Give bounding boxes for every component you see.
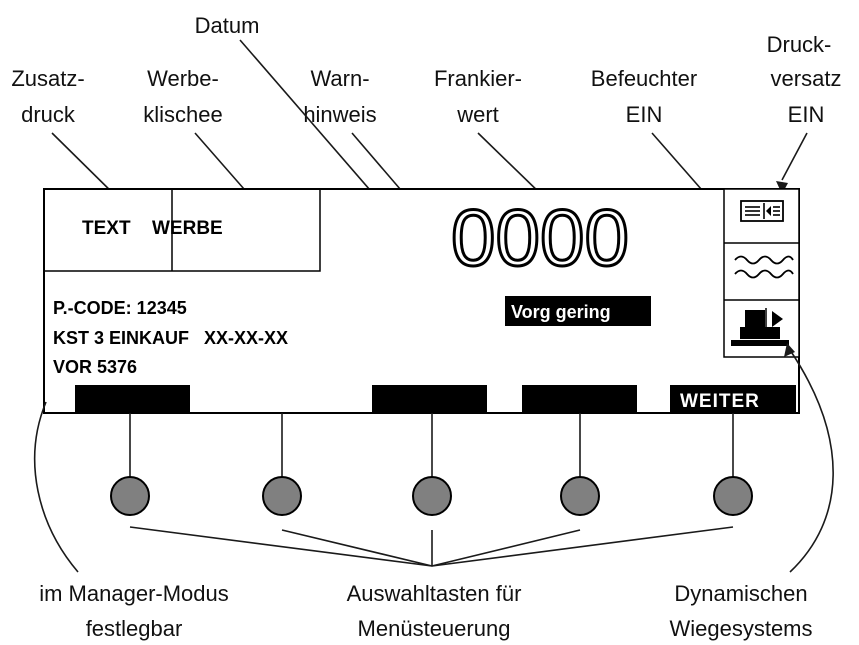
selection-button-3[interactable] [412,476,452,516]
callout-druckversatz-2: versatz [771,66,842,91]
callout-druckversatz-1: Druck- [767,32,832,57]
leader-wiegesystem [789,349,834,573]
callout-warnhinweis-2: hinweis [303,102,376,127]
scale-icon [731,308,789,346]
callout-manager-modus-1: im Manager-Modus [39,581,229,606]
callout-wiegesystem-2: Wiegesystems [669,616,812,641]
selection-button-1[interactable] [110,476,150,516]
callout-warnhinweis-1: Warn- [310,66,369,91]
leader-frankierwert [477,132,546,199]
moistener-icon [734,255,794,279]
bottom-leader-lines [34,343,834,573]
print-offset-icon [740,200,784,222]
softkey-bar-5 [670,385,796,412]
text-slot-label: TEXT [82,218,131,239]
selection-button-5[interactable] [713,476,753,516]
selection-button-2[interactable] [262,476,302,516]
warning-text: Vorg gering [511,302,611,322]
callout-zusatzdruck-2: druck [21,102,76,127]
leader-manager-modus [34,401,79,573]
leader-druckversatz-arrow [776,181,788,194]
werbe-slot-label: WERBE [152,218,223,239]
button-stems [129,413,734,478]
callout-befeuchter-1: Befeuchter [591,66,697,91]
print-boxes-frame [43,188,321,272]
warning-box [505,296,651,326]
franking-value-digits: 0000 [451,193,629,282]
callout-auswahltasten-1: Auswahltasten für [347,581,522,606]
callout-frankierwert-1: Frankier- [434,66,522,91]
leader-druckversatz [781,132,808,181]
softkey-bar-3 [372,385,487,412]
callout-auswahltasten-2: Menüsteuerung [358,616,511,641]
callout-wiegesystem-1: Dynamischen [674,581,807,606]
lcd-display: TEXT WERBE 0000 Vorg gering P.-CODE: 123… [43,188,800,414]
selection-buttons [110,476,753,516]
softkey-label-weiter: WEITER [680,391,760,412]
callout-datum: Datum [195,13,260,38]
info-line-pcode: P.-CODE: 12345 [53,298,187,318]
callout-zusatzdruck-1: Zusatz- [11,66,84,91]
selection-button-4[interactable] [560,476,600,516]
info-line-kst: KST 3 EINKAUF XX-XX-XX [53,328,288,348]
callout-werbeklischee-2: klischee [143,102,222,127]
softkey-bar-1 [75,385,190,412]
callout-druckversatz-3: EIN [788,102,825,127]
callout-befeuchter-2: EIN [626,102,663,127]
softkey-bar-4 [522,385,637,412]
callout-werbeklischee-1: Werbe- [147,66,219,91]
info-line-vor: VOR 5376 [53,357,137,377]
callout-manager-modus-2: festlegbar [86,616,183,641]
callout-frankierwert-2: wert [456,102,499,127]
